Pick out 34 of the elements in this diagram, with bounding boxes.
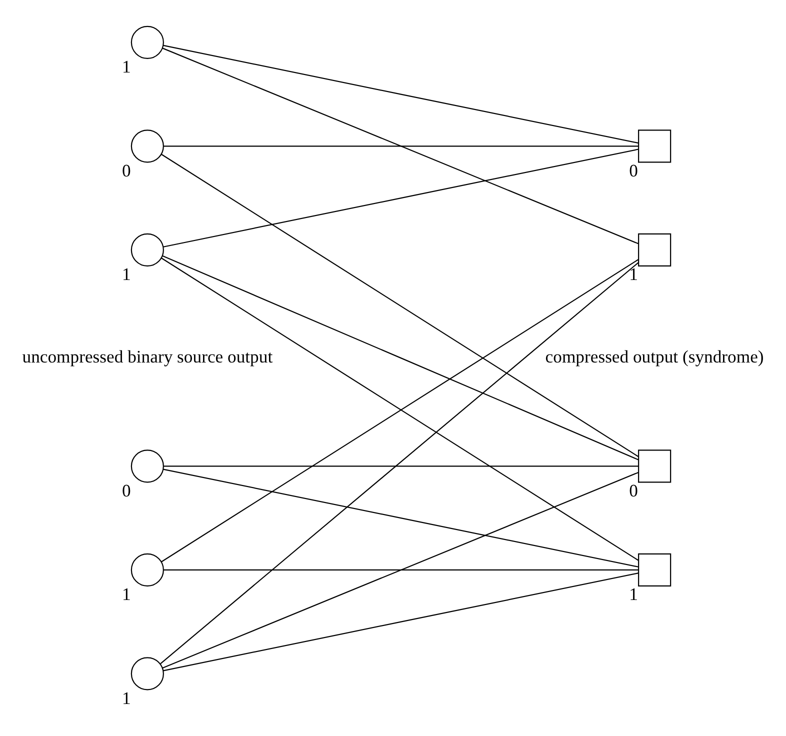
connector: [164, 466, 638, 467]
connector: [164, 146, 638, 147]
node-circle: [130, 233, 164, 266]
node-circle: [130, 26, 164, 59]
node-label: 1: [122, 56, 131, 77]
node-circle: [130, 130, 164, 163]
node-circle: [130, 657, 164, 690]
connector: [163, 572, 638, 672]
connector: [164, 569, 638, 571]
node-circle: [130, 553, 164, 587]
node-label: 0: [629, 480, 638, 500]
connector: [163, 468, 638, 568]
node-label: 1: [629, 584, 638, 604]
node-box: [638, 130, 672, 163]
node-box: [638, 233, 672, 266]
node-label: 1: [122, 264, 131, 284]
connector: [162, 472, 638, 668]
connector: [160, 262, 639, 664]
label: uncompressed binary source output: [22, 346, 273, 366]
node-label: 1: [122, 688, 131, 708]
node-label: 1: [629, 264, 638, 284]
connector: [163, 44, 638, 144]
node-box: [638, 553, 672, 587]
node-box: [638, 450, 672, 483]
node-label: 0: [122, 160, 131, 180]
node-circle: [130, 450, 164, 483]
connector: [163, 148, 638, 248]
node-label: 0: [122, 480, 131, 500]
node-label: 0: [629, 160, 638, 180]
node-label: 1: [122, 584, 131, 604]
connector: [161, 154, 638, 457]
connector: [162, 255, 638, 460]
connector: [162, 48, 638, 244]
label: compressed output (syndrome): [545, 346, 764, 366]
